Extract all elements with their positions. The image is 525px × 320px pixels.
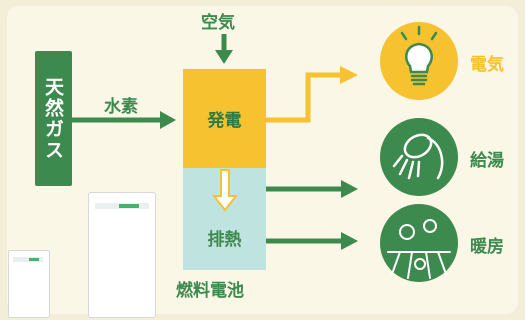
natural-gas-label: 天然ガス <box>42 76 64 161</box>
heating-arrow <box>266 232 358 250</box>
heat-transfer-arrow <box>211 169 239 212</box>
air-arrow <box>215 34 233 64</box>
fuel-cell-label: 燃料電池 <box>176 281 244 301</box>
lightbulb-icon <box>380 22 458 100</box>
power-generation-box: 発電 <box>183 69 266 168</box>
air-label: 空気 <box>201 13 235 33</box>
fuel-cell-unit-small <box>8 250 50 318</box>
heating-label: 暖房 <box>470 237 504 257</box>
hot-water-label: 給湯 <box>470 151 504 171</box>
hydrogen-label: 水素 <box>104 97 138 117</box>
electricity-label: 電気 <box>470 55 504 75</box>
natural-gas-box: 天然ガス <box>35 51 72 186</box>
hot-water-arrow <box>266 180 358 198</box>
fuel-cell-unit-tall <box>88 192 156 318</box>
power-generation-label: 発電 <box>207 111 242 131</box>
exhaust-heat-label: 排熱 <box>207 230 242 250</box>
shower-icon <box>380 118 458 196</box>
gas-arrow <box>72 111 176 129</box>
floor-heating-icon <box>380 204 458 282</box>
electricity-arrow <box>266 66 358 123</box>
